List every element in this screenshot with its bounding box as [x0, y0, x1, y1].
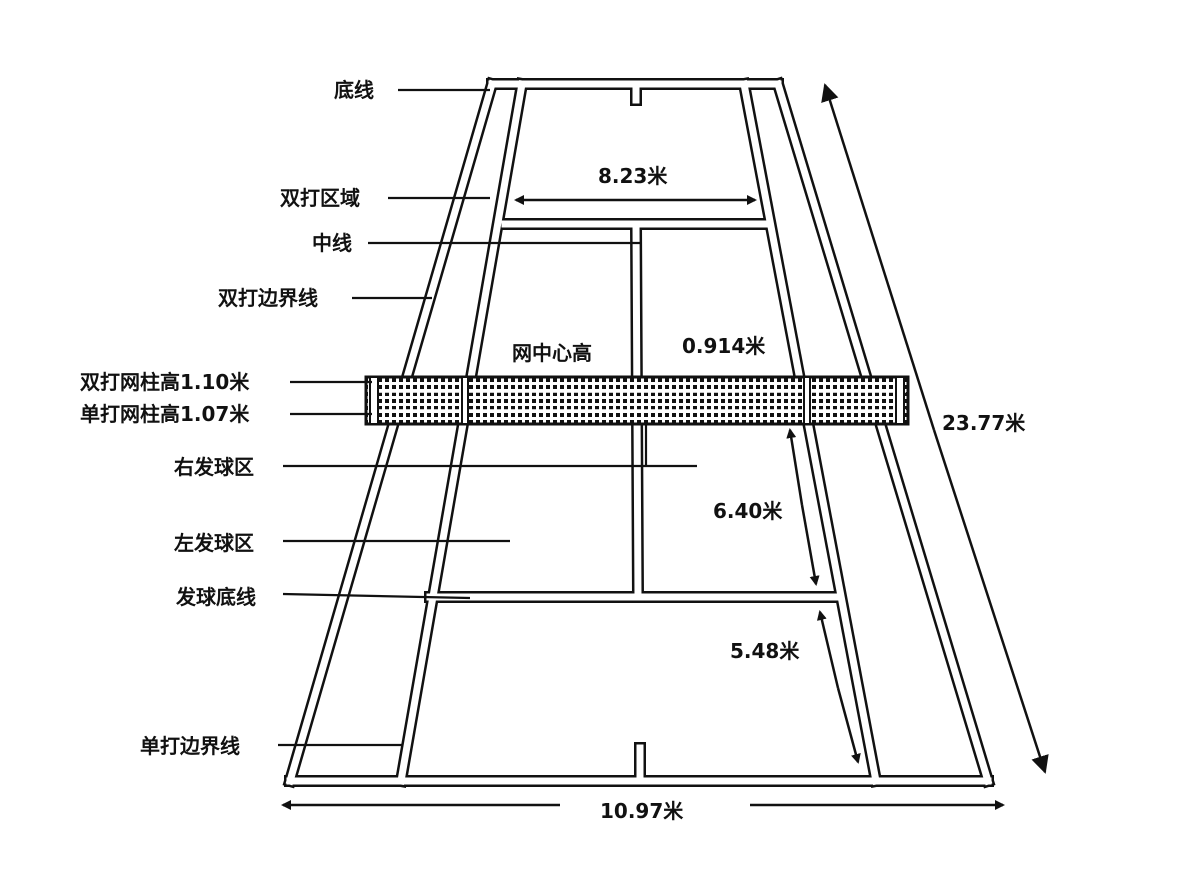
label-doubles-post-height: 双打网柱高1.10米 — [80, 370, 250, 394]
label-doubles-alley: 双打区域 — [280, 186, 360, 210]
dim-service-box-length: 6.40米 — [713, 499, 783, 523]
label-net-center-value: 0.914米 — [682, 334, 766, 358]
labels: 底线 双打区域 中线 双打边界线 网中心高 0.914米 双打网柱高1.10米 … — [80, 78, 1026, 823]
singles-net-post-right — [803, 376, 811, 425]
label-net-center-height: 网中心高 — [512, 341, 592, 365]
leader-lines — [278, 88, 697, 747]
dim-backcourt-length: 5.48米 — [730, 639, 800, 663]
label-baseline: 底线 — [334, 78, 374, 102]
dim-singles-width: 8.23米 — [598, 164, 668, 188]
label-doubles-sideline: 双打边界线 — [218, 286, 318, 310]
court-length-arrow — [821, 83, 936, 431]
dim-doubles-width: 10.97米 — [600, 799, 684, 823]
dimension-arrows — [281, 83, 1049, 810]
label-left-service-box: 左发球区 — [174, 531, 254, 555]
net — [364, 375, 910, 426]
doubles-net-post-left — [369, 376, 379, 425]
service-box-arrow — [786, 428, 804, 506]
court-lines — [282, 76, 996, 789]
label-center-line: 中线 — [312, 231, 352, 255]
label-service-line: 发球底线 — [175, 585, 256, 609]
singles-net-post-left — [461, 376, 469, 425]
dim-court-length: 23.77米 — [942, 411, 1026, 435]
label-singles-post-height: 单打网柱高1.07米 — [80, 402, 250, 426]
label-singles-sideline: 单打边界线 — [140, 734, 240, 758]
label-right-service-box: 右发球区 — [174, 455, 254, 479]
doubles-net-post-right — [895, 376, 905, 425]
backcourt-arrow — [816, 610, 840, 689]
